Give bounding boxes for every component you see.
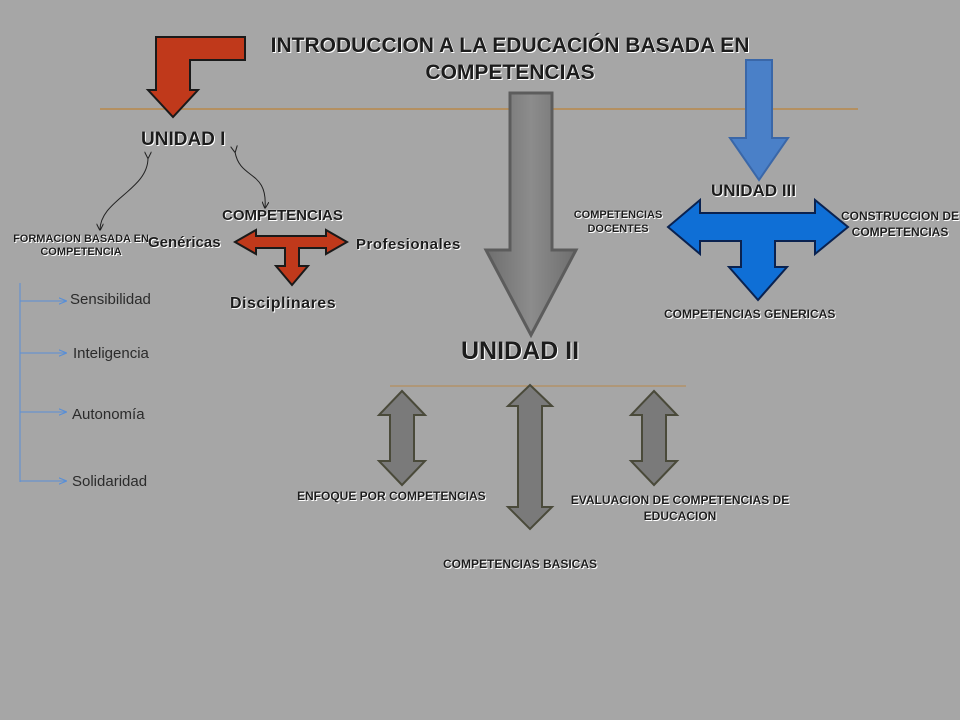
gray-down-arrow	[483, 91, 579, 339]
construccion-label: CONSTRUCCION DE COMPETENCIAS	[840, 209, 959, 239]
unidad-2-heading: UNIDAD II	[461, 337, 580, 365]
double-arrow-enfoque	[376, 389, 428, 487]
red-bent-arrow	[145, 36, 246, 119]
trait-sensibilidad: Sensibilidad	[70, 291, 151, 308]
formacion-basada-label: FORMACION BASADA EN COMPETENCIA	[13, 233, 149, 259]
competencias-label: COMPETENCIAS	[222, 207, 343, 224]
double-arrow-basicas	[505, 383, 555, 531]
unidad-3-heading: UNIDAD III	[711, 181, 796, 200]
unidad-1-heading: UNIDAD I	[141, 129, 226, 150]
trait-solidaridad: Solidaridad	[72, 473, 148, 490]
trait-autonomia: Autonomía	[72, 406, 145, 423]
double-arrow-evaluacion	[628, 389, 680, 487]
genericas-label: Genéricas	[148, 234, 221, 251]
competencias-docentes-label: COMPETENCIAS DOCENTES	[573, 209, 663, 235]
competencias-genericas-label: COMPETENCIAS GENERICAS	[664, 307, 836, 321]
blue-three-way-arrow	[666, 197, 850, 302]
red-three-way-arrow	[232, 228, 350, 287]
curved-arrow-formacion	[100, 158, 148, 230]
disciplinares-label: Disciplinares	[230, 295, 337, 312]
profesionales-label: Profesionales	[356, 236, 461, 253]
enfoque-label: ENFOQUE POR COMPETENCIAS	[297, 489, 486, 503]
competencias-basicas-label: COMPETENCIAS BASICAS	[443, 557, 598, 571]
trait-inteligencia: Inteligencia	[73, 345, 149, 362]
evaluacion-label: EVALUACION DE COMPETENCIAS DE EDUCACION	[570, 493, 790, 524]
curved-arrow-competencias	[235, 152, 265, 208]
blue-down-arrow	[728, 59, 790, 182]
diagram-title: INTRODUCCION A LA EDUCACIÓN BASADA EN CO…	[270, 34, 750, 85]
